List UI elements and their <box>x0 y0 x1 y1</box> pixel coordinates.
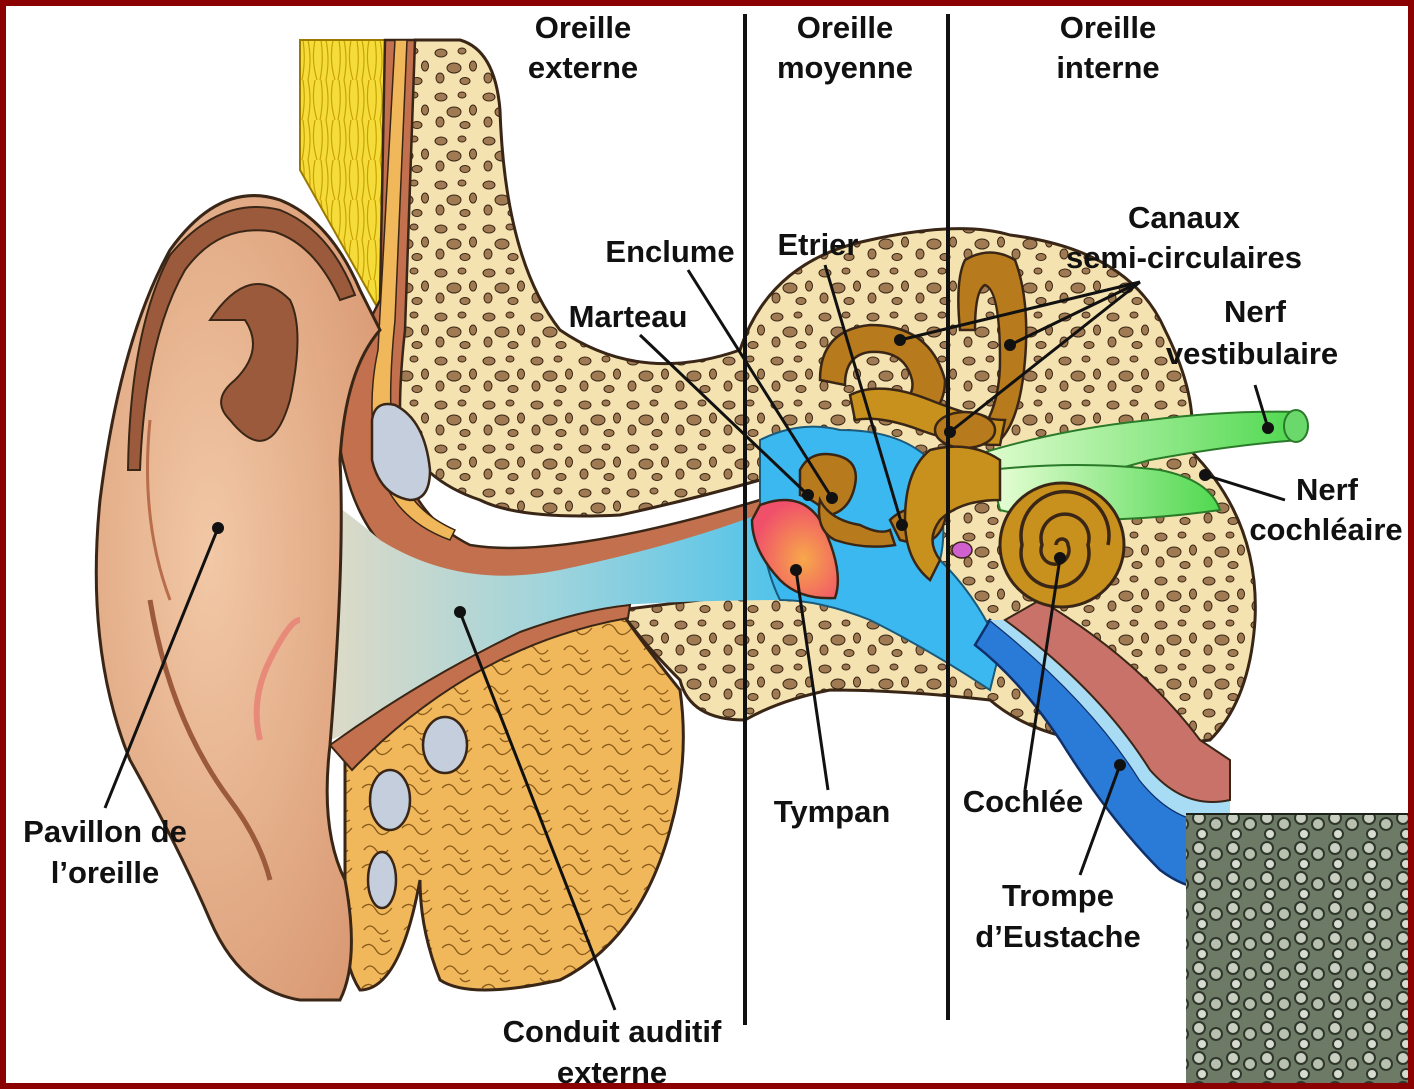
label-marteau: Marteau <box>569 299 688 334</box>
label-nerf-vestibulaire-line2: vestibulaire <box>1166 336 1338 371</box>
header-middle-line1: Oreille <box>797 10 894 45</box>
label-pavillon-line1: Pavillon de <box>23 814 187 849</box>
header-outer-line1: Oreille <box>535 10 632 45</box>
label-enclume: Enclume <box>605 234 734 269</box>
label-trompe-line1: Trompe <box>1002 878 1114 913</box>
label-nerf-vestibulaire-line1: Nerf <box>1224 294 1287 329</box>
label-canaux-line2: semi-circulaires <box>1066 240 1302 275</box>
dot-nerf-cochleaire <box>1199 469 1211 481</box>
label-pavillon-line2: l’oreille <box>51 855 160 890</box>
cartilage-nodule-1 <box>423 717 467 773</box>
round-window <box>952 542 972 558</box>
cartilage-nodule-3 <box>368 852 396 908</box>
dot-canaux-1 <box>894 334 906 346</box>
dot-etrier <box>896 519 908 531</box>
dot-nerf-vestibulaire <box>1262 422 1274 434</box>
cochlea <box>1000 483 1124 607</box>
label-etrier: Etrier <box>778 227 859 262</box>
vestibule <box>935 412 995 448</box>
label-tympan: Tympan <box>774 794 891 829</box>
dot-enclume <box>826 492 838 504</box>
header-inner-line1: Oreille <box>1060 10 1157 45</box>
cartilage-nodule-2 <box>370 770 410 830</box>
label-cochlee: Cochlée <box>963 784 1084 819</box>
dot-canaux-3 <box>944 426 956 438</box>
dot-trompe <box>1114 759 1126 771</box>
dot-marteau <box>802 489 814 501</box>
label-nerf-cochleaire-line2: cochléaire <box>1249 512 1402 547</box>
label-trompe-line2: d’Eustache <box>975 919 1140 954</box>
dot-cochlee <box>1054 552 1066 564</box>
label-conduit-line1: Conduit auditif <box>503 1014 722 1049</box>
header-inner-line2: interne <box>1056 50 1159 85</box>
label-canaux-line1: Canaux <box>1128 200 1241 235</box>
vestibular-nerve-end <box>1284 410 1308 442</box>
dot-pavillon <box>212 522 224 534</box>
header-outer-line2: externe <box>528 50 638 85</box>
hair-cell-micrograph <box>1186 814 1414 1089</box>
micrograph-image <box>1186 814 1414 1089</box>
dot-canaux-2 <box>1004 339 1016 351</box>
dot-tympan <box>790 564 802 576</box>
label-nerf-cochleaire-line1: Nerf <box>1296 472 1359 507</box>
dot-conduit <box>454 606 466 618</box>
header-middle-line2: moyenne <box>777 50 913 85</box>
